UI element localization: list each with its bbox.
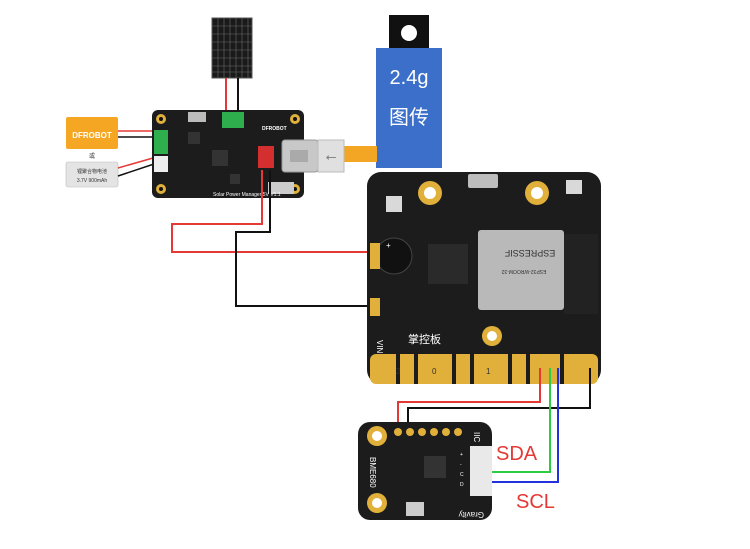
bme680-sensor: BME680 IIC Gravity + - C D: [358, 422, 492, 520]
pad-label-1: 1: [486, 367, 491, 376]
pin-minus: -: [460, 462, 462, 468]
mainboard-name: 掌控板: [408, 332, 441, 346]
solar-wires: [225, 78, 239, 112]
sda-label: SDA: [496, 443, 538, 465]
battery-or-label: 或: [89, 152, 95, 160]
vin-label: VIN: [375, 340, 384, 354]
sensor-series: Gravity: [459, 510, 484, 519]
pin-plus: +: [460, 452, 463, 458]
transmitter-line1: 2.4g: [390, 67, 429, 89]
usb-icon: ⭠: [325, 148, 336, 164]
pin-c: C: [460, 472, 464, 478]
scl-label: SCL: [516, 491, 555, 513]
pad-label-0: 0: [432, 367, 437, 376]
transmitter: 2.4g 图传: [343, 15, 442, 168]
sensor-bus: IIC: [472, 432, 481, 442]
sensor-name: BME680: [368, 457, 377, 488]
solar-panel: [211, 17, 253, 79]
battery-spec: 3.7V 900mAh: [77, 178, 108, 184]
power-wires: [171, 170, 370, 307]
battery-brand: DFROBOT: [72, 131, 112, 140]
mainboard: + ESPRESSIF ESP32-WROOM-32 VIN 掌控板 0 1 2: [367, 172, 601, 384]
chip-brand: ESPRESSIF: [504, 248, 555, 258]
transmitter-line2: 图传: [389, 106, 429, 129]
solar-manager-title: Solar Power Manager 5V V1.1: [213, 192, 281, 198]
plus-marker: +: [386, 241, 391, 250]
pad-label-2: 2: [396, 367, 401, 376]
chip-model: ESP32-WROOM-32: [501, 268, 546, 274]
solar-power-manager: DFROBOT Solar Power Manager 5V V1.1: [152, 110, 304, 198]
pin-d: D: [460, 482, 464, 488]
battery-type: 锂聚合物电池: [77, 168, 107, 175]
usb-plug: ⭠: [281, 139, 345, 173]
solar-manager-brand: DFROBOT: [262, 126, 287, 132]
battery: DFROBOT 或 锂聚合物电池 3.7V 900mAh: [65, 117, 119, 188]
